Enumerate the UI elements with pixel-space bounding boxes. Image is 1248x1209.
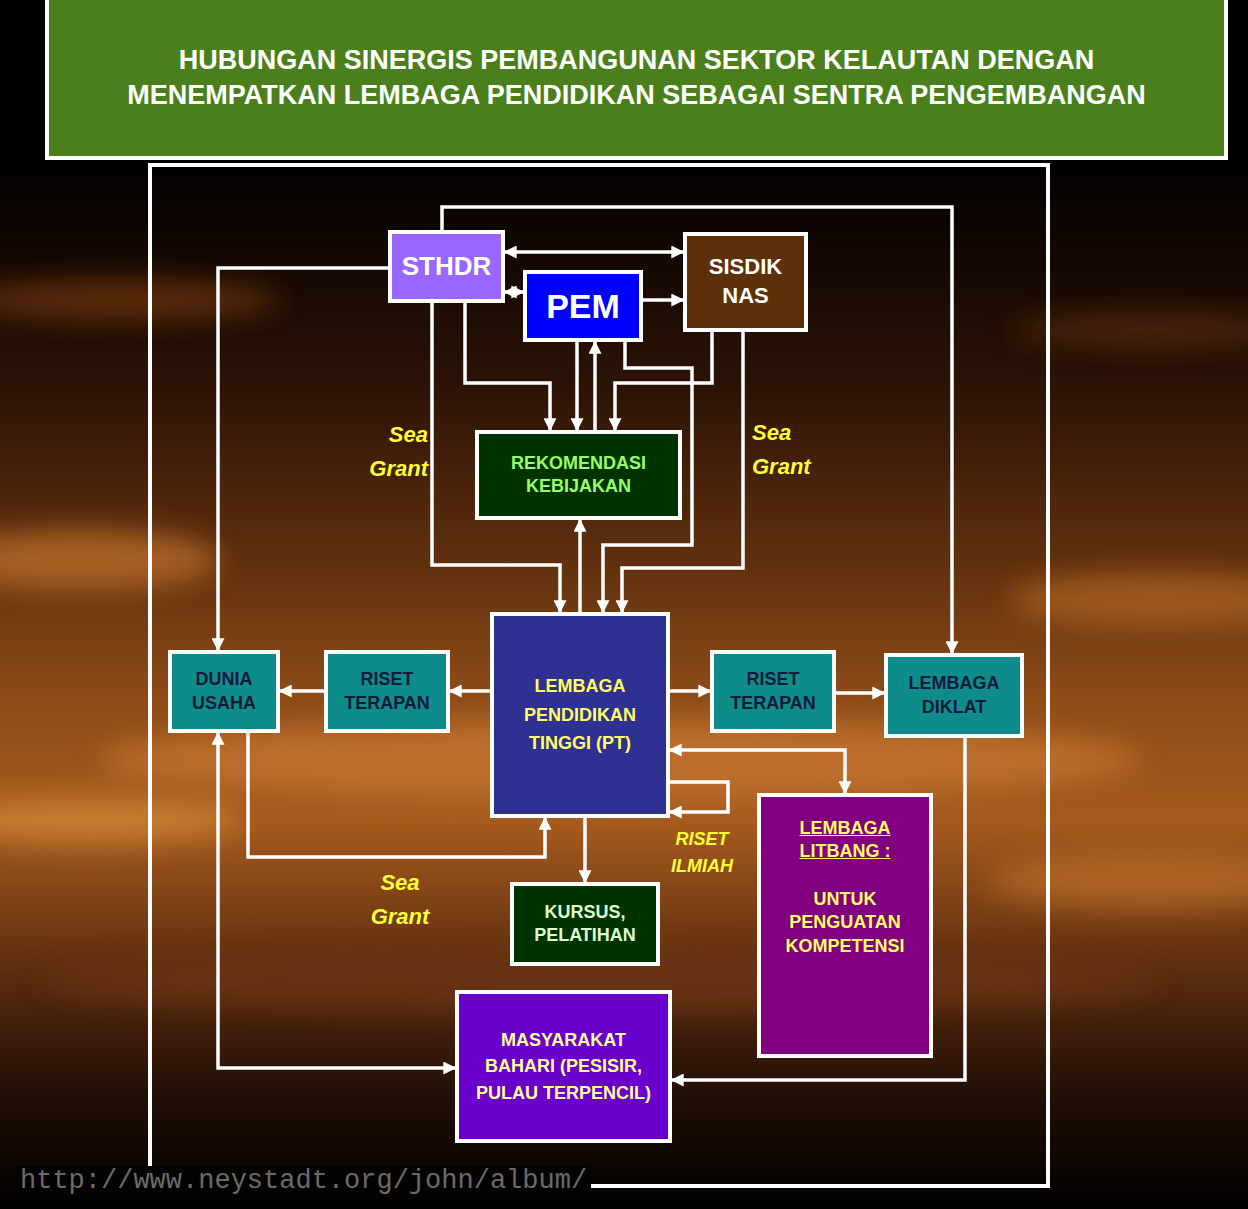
agency-box: SISDIK NAS — [683, 232, 808, 332]
connector-arrow — [218, 733, 455, 1068]
box-label: PEM — [546, 284, 620, 328]
box-label: RISET TERAPAN — [722, 668, 824, 715]
connector-label: Sea Grant — [362, 866, 438, 934]
cloud-streak — [1010, 574, 1248, 626]
outer-frame — [150, 165, 1048, 1186]
connector-arrow — [643, 298, 683, 302]
title-band: HUBUNGAN SINERGIS PEMBANGUNAN SEKTOR KEL… — [45, 0, 1228, 160]
connector-arrow — [583, 818, 587, 882]
box-label: MASYARAKAT BAHARI (PESISIR, PULAU TERPEN… — [467, 1027, 660, 1105]
policy-box: REKOMENDASI KEBIJAKAN — [475, 430, 682, 520]
cloud-streaks — [0, 282, 1248, 1010]
course-box: KURSUS, PELATIHAN — [510, 882, 660, 966]
box-label: RISET TERAPAN — [336, 668, 438, 715]
training-box: LEMBAGA DIKLAT — [884, 653, 1024, 738]
connector-arrow — [505, 290, 523, 294]
cloud-streak — [990, 852, 1248, 908]
cloud-streak — [1010, 314, 1248, 346]
title-text: HUBUNGAN SINERGIS PEMBANGUNAN SEKTOR KEL… — [97, 43, 1177, 113]
research-box: RISET TERAPAN — [710, 650, 836, 733]
connector-label: RISET ILMIAH — [662, 826, 742, 880]
box-label: KURSUS, PELATIHAN — [522, 901, 648, 948]
cloud-streak — [0, 530, 220, 590]
box-label: LEMBAGA LITBANG : — [769, 817, 921, 864]
cloud-streak — [0, 798, 240, 842]
agency-box: PEM — [523, 270, 643, 342]
litbang-box: LEMBAGA LITBANG : UNTUK PENGUATAN KOMPETE… — [757, 793, 933, 1058]
connector-label: Sea Grant — [356, 418, 428, 486]
agency-box: STHDR — [388, 230, 505, 303]
box-label: REKOMENDASI KEBIJAKAN — [487, 452, 670, 499]
research-box: RISET TERAPAN — [324, 650, 450, 733]
connector-arrow — [670, 750, 845, 793]
connector-arrow — [218, 268, 388, 650]
university-box: LEMBAGA PENDIDIKAN TINGGI (PT) — [490, 612, 670, 818]
box-label: STHDR — [402, 250, 492, 284]
connector-arrow — [505, 250, 683, 254]
connector-arrow — [450, 689, 490, 693]
box-label: SISDIK NAS — [695, 253, 796, 310]
connector-arrow — [672, 738, 965, 1080]
connector-arrow — [442, 207, 952, 653]
box-body: UNTUK PENGUATAN KOMPETENSI — [769, 888, 921, 958]
box-label: LEMBAGA PENDIDIKAN TINGGI (PT) — [502, 672, 658, 758]
connector-arrow — [615, 332, 712, 430]
connector-arrow — [578, 520, 582, 612]
sector-box: DUNIA USAHA — [168, 650, 280, 733]
community-box: MASYARAKAT BAHARI (PESISIR, PULAU TERPEN… — [455, 990, 672, 1143]
cloud-streak — [0, 282, 280, 318]
box-label: DUNIA USAHA — [180, 668, 268, 715]
connector-arrow — [670, 689, 710, 693]
connector-label: Sea Grant — [752, 416, 826, 484]
connector-arrow — [593, 342, 597, 430]
connector-arrow — [670, 782, 728, 812]
connector-arrow — [280, 689, 324, 693]
watermark: http://www.neystadt.org/john/album/ — [16, 1166, 591, 1196]
box-label: LEMBAGA DIKLAT — [896, 672, 1012, 719]
connector-arrow — [575, 342, 579, 430]
connector-arrow — [836, 691, 884, 695]
